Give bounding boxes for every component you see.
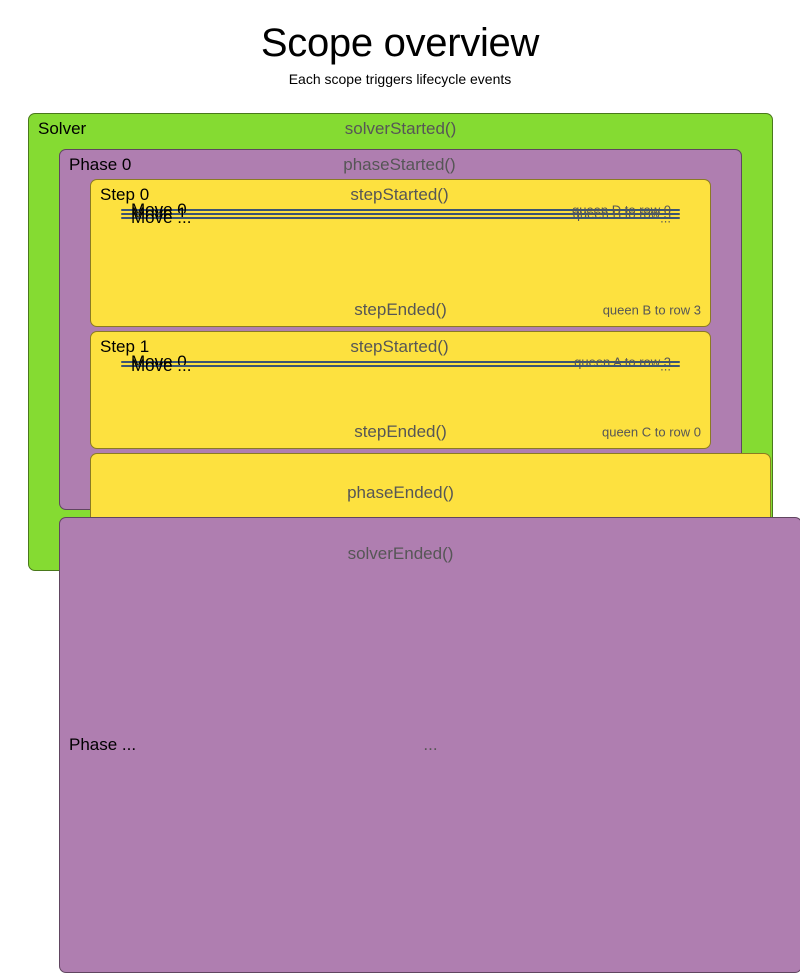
step-0-move-list: Move 0 queen D to row 0 Move 1 queen B t… xyxy=(121,200,680,227)
step-1-move-list: Move 0 queen A to row 3 Move ... ... xyxy=(121,352,680,375)
phase-0-ended-event: phaseEnded() xyxy=(347,483,454,502)
solver-started-event: solverStarted() xyxy=(344,119,457,138)
move-label: Move ... xyxy=(131,356,192,375)
move-row[interactable]: Move 0 queen A to row 3 xyxy=(121,352,680,371)
step-1-ended-value: queen C to row 0 xyxy=(601,424,701,440)
phase-0-started-event: phaseStarted() xyxy=(343,155,456,174)
step-0-ended-value: queen B to row 3 xyxy=(602,302,701,318)
move-value: queen B to row 3 xyxy=(572,206,671,222)
page-title: Scope overview xyxy=(260,21,540,65)
phase-0-footer-row: phaseEnded() xyxy=(60,480,741,506)
step-0-label: Step 0 xyxy=(100,185,150,204)
move-row[interactable]: Move ... ... xyxy=(121,208,680,227)
step-0-footer-row: stepEnded() queen B to row 3 xyxy=(91,297,710,323)
phase-ellipsis-label: Phase ... xyxy=(69,735,137,754)
solver-scope[interactable]: Solver solverStarted() Phase 0 phaseStar… xyxy=(28,113,800,973)
solver-header-row: Solver solverStarted() xyxy=(29,116,772,142)
move-value: queen A to row 3 xyxy=(574,354,671,370)
move-label: Move ... xyxy=(131,208,192,227)
step-1-scope[interactable]: Step 1 stepStarted() Move 0 queen A to r… xyxy=(90,331,711,449)
figure-header: Scope overview Each scope triggers lifec… xyxy=(0,0,800,87)
solver-ended-event: solverEnded() xyxy=(347,544,454,563)
step-1-label: Step 1 xyxy=(100,337,150,356)
phase-0-scope[interactable]: Phase 0 phaseStarted() Step 0 stepStarte… xyxy=(59,149,771,812)
phase-ellipsis-started-event: ... xyxy=(423,735,438,754)
move-value: ... xyxy=(660,210,671,226)
move-row[interactable]: Move ... ... xyxy=(121,356,680,375)
phase-0-label: Phase 0 xyxy=(69,155,132,174)
move-value: ... xyxy=(660,358,671,374)
solver-label: Solver xyxy=(38,119,87,138)
phase-ellipsis-scope[interactable]: Phase ... ... xyxy=(59,517,800,973)
step-1-footer-row: stepEnded() queen C to row 0 xyxy=(91,419,710,445)
phase-0-header-row: Phase 0 phaseStarted() xyxy=(60,152,741,178)
page-subtitle: Each scope triggers lifecycle events xyxy=(288,71,512,87)
move-row[interactable]: Move 1 queen B to row 3 xyxy=(121,204,680,223)
step-0-scope[interactable]: Step 0 stepStarted() Move 0 queen D to r… xyxy=(90,179,711,327)
solver-footer-row: solverEnded() xyxy=(29,541,772,567)
